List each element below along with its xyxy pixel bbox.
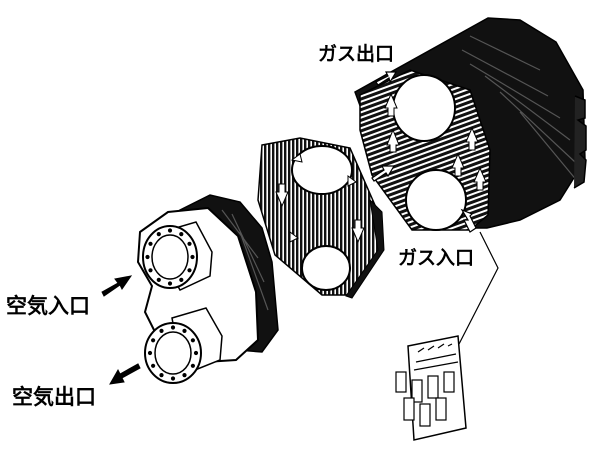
bolt-hole <box>151 363 156 368</box>
air-outlet-flange-bolts <box>147 325 199 381</box>
bolt-hole <box>145 254 150 260</box>
core-plate <box>257 137 385 299</box>
air-header-ribs <box>221 209 269 311</box>
bolt-hole <box>193 350 199 356</box>
bolt-hole <box>182 373 187 378</box>
gas-outlet-arrow <box>375 71 398 86</box>
bolt-hole <box>148 241 153 246</box>
air-header <box>136 194 279 384</box>
bolt-hole <box>187 268 192 273</box>
bolt-hole <box>151 338 156 343</box>
bolt-hole <box>170 325 176 330</box>
bolt-hole <box>156 232 161 237</box>
gas-outlet-label: ガス出口 <box>318 42 394 65</box>
manifold-flow-arrows <box>384 92 487 191</box>
air-inlet-label: 空気入口 <box>6 294 90 318</box>
bolt-hole <box>179 277 184 282</box>
air-outlet-flange-inner <box>154 331 192 375</box>
gas-outlet-port <box>392 74 456 142</box>
bolt-hole <box>190 254 195 260</box>
fin-detail-inset <box>395 231 499 441</box>
gas-manifold-block <box>354 17 587 231</box>
core-flow-arrows <box>275 153 365 244</box>
core-plate-edge <box>345 198 385 299</box>
manifold-stepped-edge <box>573 95 587 189</box>
bolt-hole <box>190 363 195 368</box>
air-outlet-arrow <box>109 363 141 385</box>
fin-detail-fins <box>395 343 459 427</box>
bolt-hole <box>167 281 173 286</box>
air-inlet-flange-inner <box>151 234 189 280</box>
detail-leader-line <box>457 231 499 347</box>
bolt-hole <box>187 241 192 246</box>
bolt-hole <box>170 376 176 381</box>
air-inlet-flange-bolts <box>145 228 195 286</box>
gas-inlet-label: ガス入口 <box>398 247 474 269</box>
bolt-hole <box>147 350 153 356</box>
gas-side-arrows <box>371 165 396 182</box>
gas-inlet-arrow <box>460 208 477 233</box>
bolt-hole <box>156 277 161 282</box>
bolt-hole <box>179 232 184 237</box>
bolt-hole <box>148 268 153 273</box>
bolt-hole <box>190 338 195 343</box>
bolt-hole <box>182 328 187 333</box>
air-outlet-label: 空気出口 <box>12 385 96 409</box>
core-upper-port <box>291 145 353 195</box>
bolt-hole <box>159 373 164 378</box>
bolt-hole <box>159 328 164 333</box>
core-lower-port <box>301 245 351 291</box>
air-inlet-arrow <box>101 275 133 297</box>
gas-inlet-port <box>405 169 467 231</box>
bolt-hole <box>167 228 173 233</box>
manifold-ribs <box>461 35 579 183</box>
